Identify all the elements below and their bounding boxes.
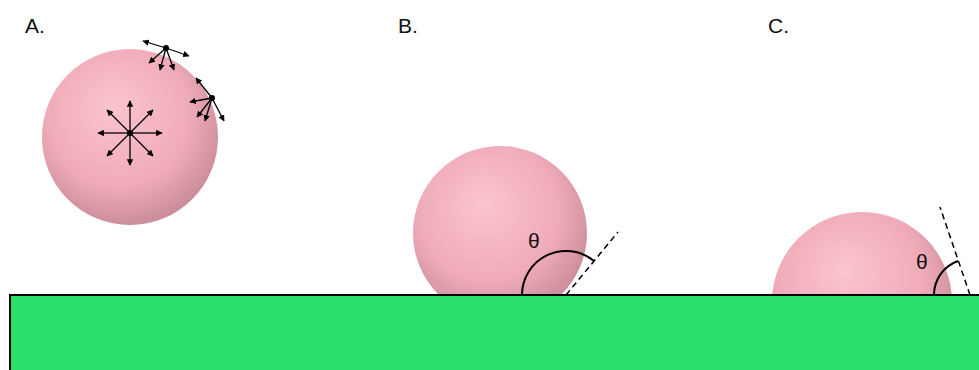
panel-letter: B. [398,14,418,37]
tangent-line [566,232,618,295]
beading-droplet [413,146,587,320]
force-arrows [98,41,224,165]
tangent-line [940,207,970,295]
angle-symbol: θ [916,250,928,273]
angle-arc [934,261,958,295]
angle-symbol: θ [528,229,540,252]
panel-letter: C. [768,14,789,37]
angle-arc [522,251,594,295]
solid-surface [10,295,979,370]
free-droplet [42,49,218,225]
panel-letter: A. [25,14,45,37]
